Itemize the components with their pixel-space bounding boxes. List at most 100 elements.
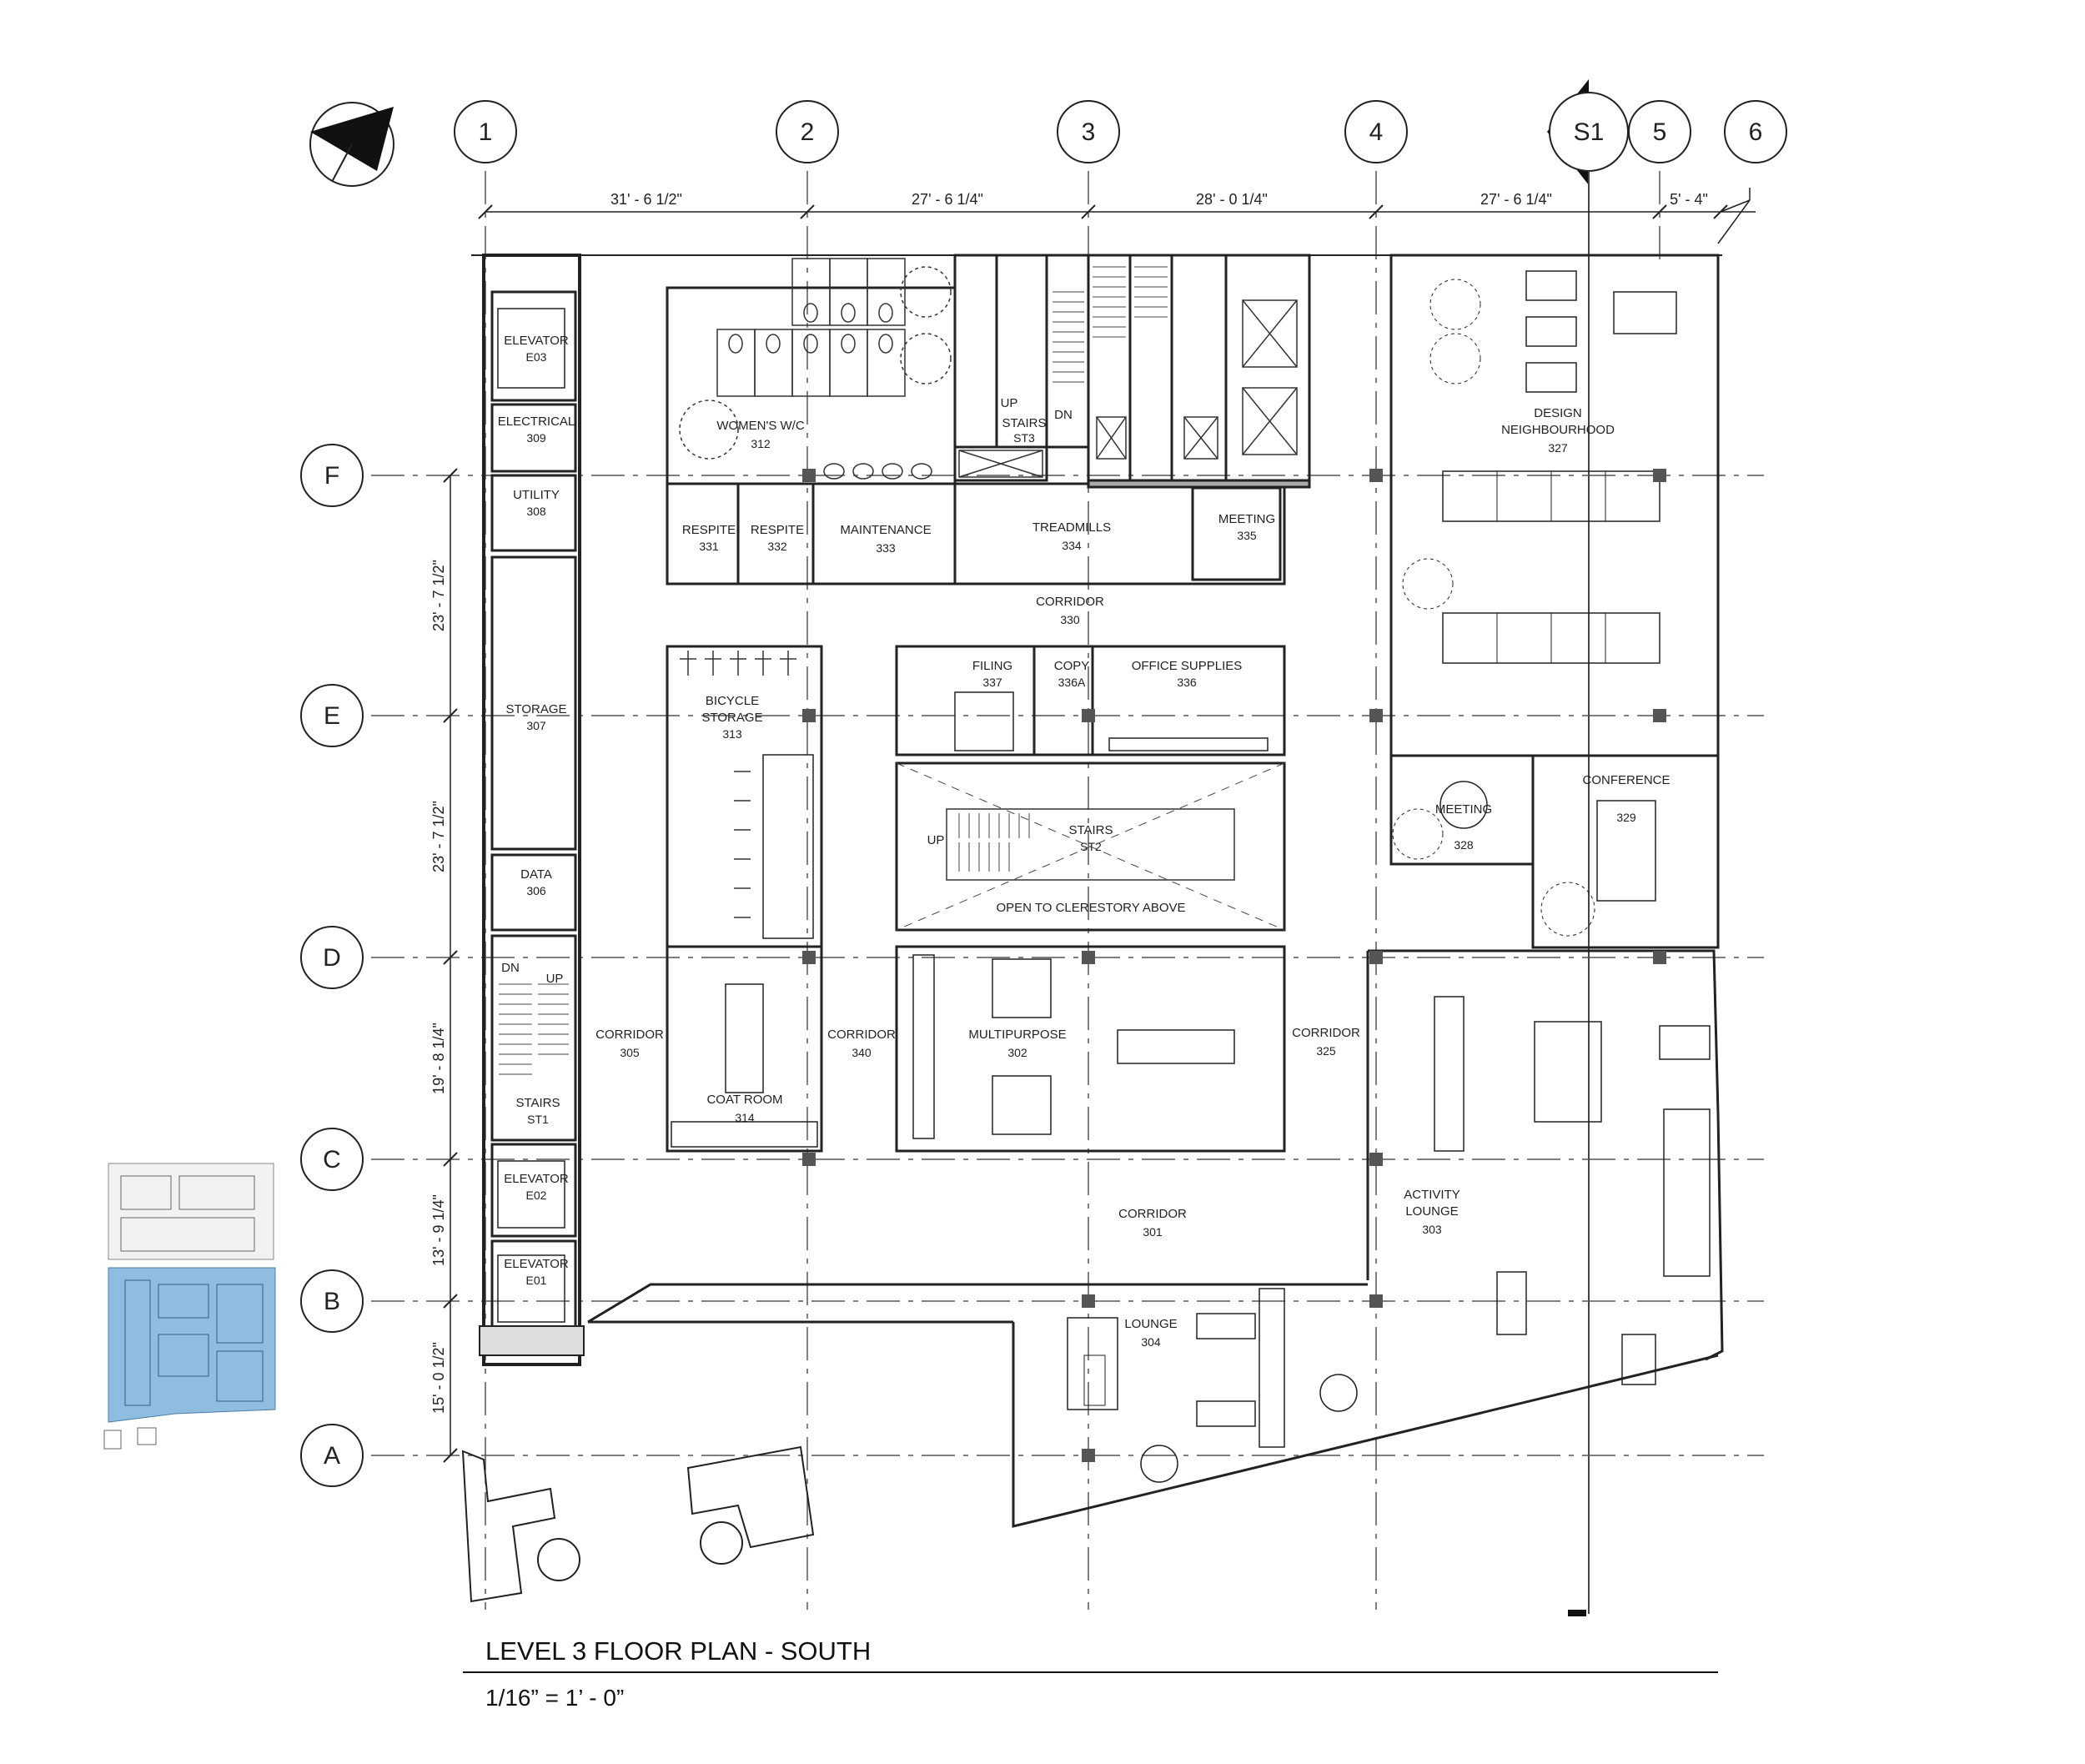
room-label: DESIGN <box>1534 406 1582 420</box>
clerestory-note: OPEN TO CLERESTORY ABOVE <box>996 901 1185 915</box>
room-number: 312 <box>751 437 771 450</box>
room-number: 334 <box>1062 539 1082 552</box>
room-label: ELEVATOR <box>504 334 569 348</box>
grid-row-bubbles: F E D C B A <box>300 444 364 1487</box>
stair-st1-treads <box>499 983 569 1075</box>
room-label: WOMEN'S W/C <box>716 419 805 433</box>
column-dimension-text: 5' - 4" <box>1670 191 1708 208</box>
room-number: ST2 <box>1080 840 1102 853</box>
row-dimension-text: 19' - 8 1/4" <box>430 1023 447 1094</box>
room-number: 301 <box>1143 1225 1163 1239</box>
left-lower-wall <box>479 1325 585 1356</box>
room-label: RESPITE <box>682 523 736 537</box>
room-number: 304 <box>1141 1335 1161 1349</box>
room-number: 337 <box>982 676 1002 689</box>
room-number: 307 <box>526 719 546 732</box>
room-number: 332 <box>767 540 787 553</box>
site-planters <box>461 1445 815 1603</box>
grid-row-label: E <box>324 702 340 730</box>
room-number: 313 <box>722 727 742 741</box>
grid-col-label: 2 <box>801 118 815 146</box>
column-dimension-text: 31' - 6 1/2" <box>610 191 682 208</box>
room-label: ELEVATOR <box>504 1172 569 1186</box>
room-number: E03 <box>526 350 547 364</box>
room-label: STAIRS <box>1002 416 1046 430</box>
room-number: 329 <box>1616 811 1636 824</box>
room-number: 328 <box>1454 838 1474 852</box>
row-dimension-line: 23' - 7 1/2" 23' - 7 1/2" 19' - 8 1/4" 1… <box>430 468 458 1463</box>
room-label: CORRIDOR <box>595 1028 664 1042</box>
room-number: 309 <box>526 431 546 445</box>
room-labels: ELEVATOR E03 ELECTRICAL 309 UTILITY 308 … <box>498 334 1671 1349</box>
room-label: DATA <box>520 867 552 882</box>
room-label: STORAGE <box>505 702 566 716</box>
room-label: MEETING <box>1218 512 1275 526</box>
structural-columns <box>802 469 1666 1462</box>
room-label: NEIGHBOURHOOD <box>1501 423 1615 437</box>
room-label: ELEVATOR <box>504 1257 569 1271</box>
left-core <box>482 254 581 1366</box>
drawing-scale: 1/16” = 1’ - 0” <box>485 1685 624 1711</box>
column-dimension-text: 27' - 6 1/4" <box>912 191 983 208</box>
bicycle-racks <box>680 651 796 918</box>
room-label: BICYCLE <box>706 694 759 708</box>
grid-row-label: C <box>323 1146 341 1173</box>
meeting-conference-block <box>1389 754 1720 949</box>
bicycle-storage-block <box>666 645 823 1153</box>
design-neighbourhood <box>1389 254 1720 757</box>
lounge-south-wall <box>587 1283 1719 1528</box>
stair-up-note: UP <box>1001 396 1018 410</box>
room-number: 340 <box>852 1046 872 1059</box>
elevator-shafts <box>958 299 1298 478</box>
room-number: 336A <box>1058 676 1086 689</box>
column-dimension-line: 31' - 6 1/2" 27' - 6 1/4" 28' - 0 1/4" 2… <box>478 188 1756 244</box>
room-label: MULTIPURPOSE <box>968 1028 1066 1042</box>
room-number: 314 <box>735 1111 755 1124</box>
column-dimension-text: 27' - 6 1/4" <box>1480 191 1552 208</box>
room-number: 333 <box>876 541 896 555</box>
stair-st2-treads <box>958 813 1030 872</box>
row-dimension-text: 23' - 7 1/2" <box>430 560 447 631</box>
room-label: LOUNGE <box>1124 1317 1177 1331</box>
room-label: STORAGE <box>701 711 762 725</box>
stair-dn-note: DN <box>1054 408 1073 422</box>
room-label: CORRIDOR <box>827 1028 896 1042</box>
room-label: ACTIVITY <box>1404 1188 1460 1202</box>
room-number: 336 <box>1177 676 1197 689</box>
room-number: ST3 <box>1013 431 1035 445</box>
room-label: ELECTRICAL <box>498 415 575 429</box>
stair-up-note: UP <box>927 833 945 847</box>
row-dimension-text: 13' - 9 1/4" <box>430 1194 447 1266</box>
north-arrow-icon <box>309 102 394 187</box>
room-label: MAINTENANCE <box>840 523 931 537</box>
row-dimension-text: 15' - 0 1/2" <box>430 1342 447 1414</box>
room-number: 306 <box>526 884 546 897</box>
row-dimension-text: 23' - 7 1/2" <box>430 801 447 872</box>
grid-col-label: 6 <box>1749 118 1763 146</box>
room-label: STAIRS <box>1068 823 1113 837</box>
grid-column-bubbles: 1 2 3 4 5 6 <box>454 100 1787 163</box>
multipurpose-room <box>895 945 1286 1153</box>
room-label: CORRIDOR <box>1036 595 1104 609</box>
room-label: CONFERENCE <box>1582 773 1670 787</box>
room-label: TREADMILLS <box>1032 520 1111 535</box>
room-number: 305 <box>620 1046 640 1059</box>
room-number: E02 <box>526 1189 547 1202</box>
stair-up-note: UP <box>546 972 564 986</box>
room-number: 303 <box>1422 1223 1442 1236</box>
grid-col-label: 1 <box>479 118 493 146</box>
room-label: RESPITE <box>751 523 804 537</box>
room-number: 308 <box>526 505 546 518</box>
room-label: OFFICE SUPPLIES <box>1132 659 1243 673</box>
grid-row-label: A <box>324 1442 340 1470</box>
room-label: LOUNGE <box>1405 1204 1458 1219</box>
room-label: COPY <box>1054 659 1090 673</box>
room-number: 327 <box>1548 441 1568 455</box>
grid-column-lines <box>485 171 1660 1610</box>
room-number: 331 <box>699 540 719 553</box>
grid-col-label: 5 <box>1653 118 1667 146</box>
room-label: FILING <box>972 659 1012 673</box>
room-number: E01 <box>526 1274 547 1287</box>
room-label: COAT ROOM <box>706 1093 782 1107</box>
